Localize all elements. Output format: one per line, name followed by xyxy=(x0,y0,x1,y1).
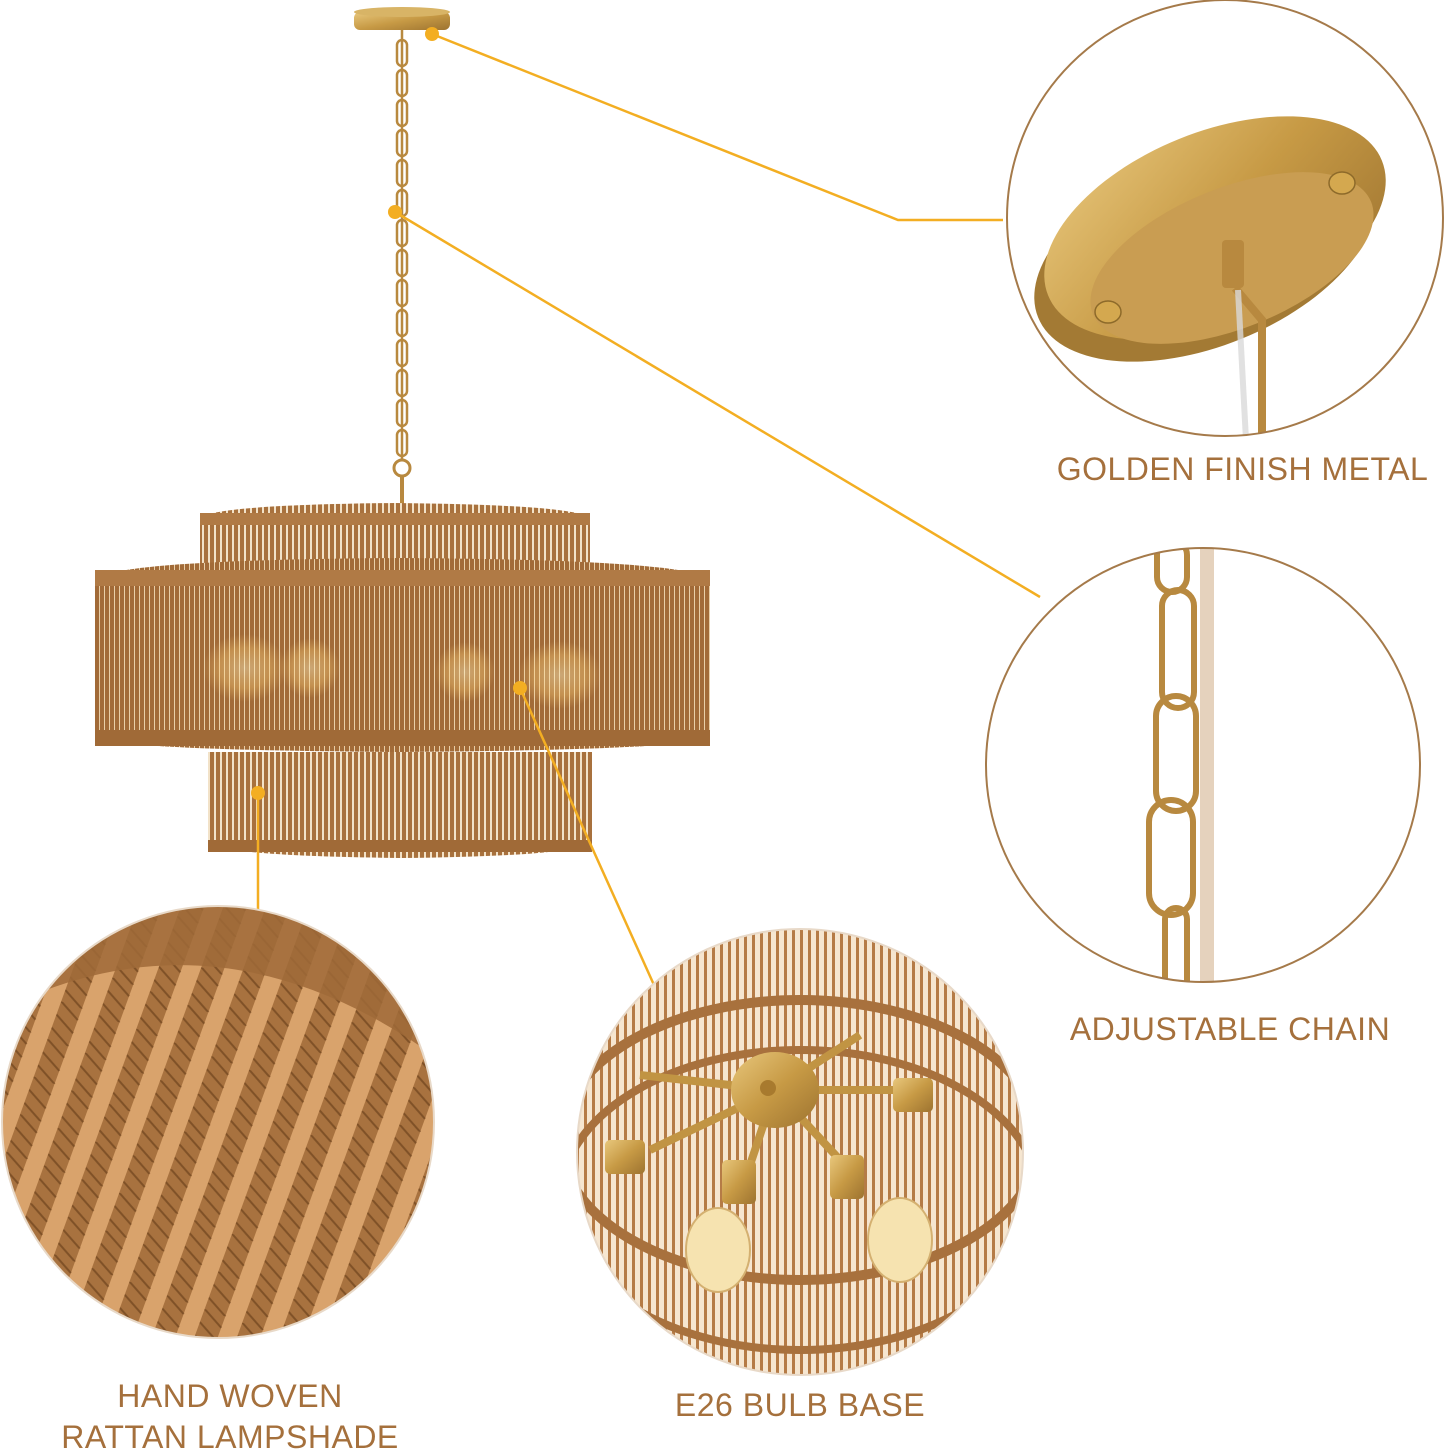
leader-lines xyxy=(256,32,1041,986)
callout-label-golden-finish-metal: GOLDEN FINISH METAL xyxy=(1056,451,1429,487)
chandelier-shade xyxy=(95,503,710,858)
hanging-chain xyxy=(392,30,412,510)
detail-circle-chain xyxy=(985,547,1421,983)
leader-dots xyxy=(251,27,527,800)
ceiling-canopy xyxy=(354,7,450,30)
detail-circle-bulb xyxy=(576,928,1024,1376)
callout-label-e26-bulb-base: E26 BULB BASE xyxy=(674,1387,926,1423)
detail-circle-shade xyxy=(1,905,435,1339)
callout-label-hand-woven-line2: RATTAN LAMPSHADE xyxy=(61,1419,399,1455)
detail-circle-canopy xyxy=(1006,0,1444,437)
callout-label-hand-woven-line1: HAND WOVEN xyxy=(117,1378,343,1414)
callout-label-adjustable-chain: ADJUSTABLE CHAIN xyxy=(1069,1011,1391,1047)
